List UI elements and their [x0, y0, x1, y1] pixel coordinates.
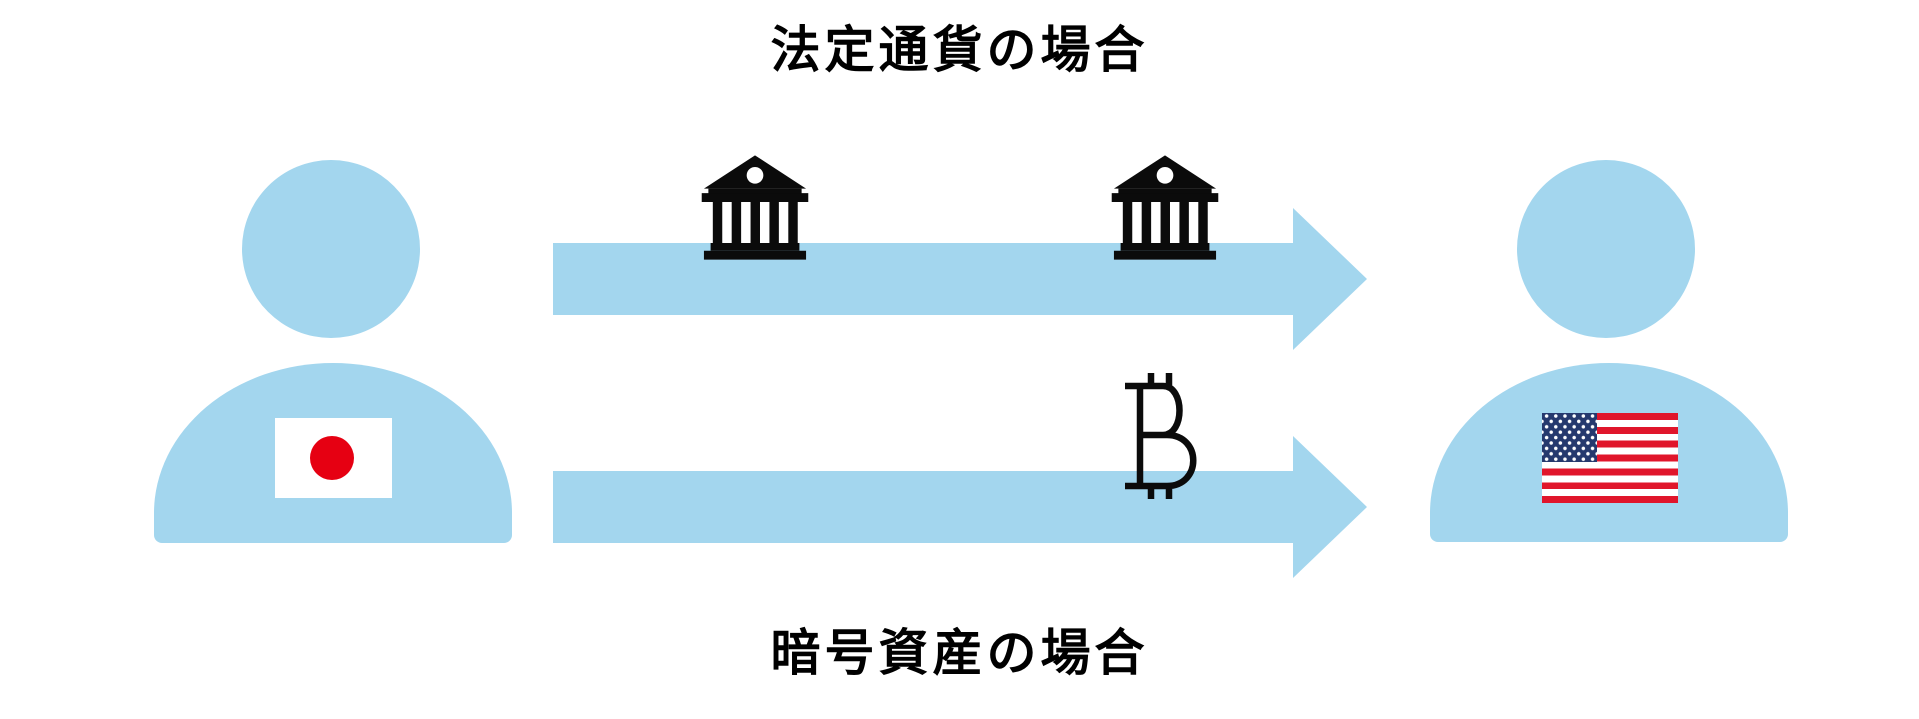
bank-icon — [1111, 155, 1219, 260]
fiat-arrow-head — [1293, 208, 1367, 350]
crypto-arrow-head — [1293, 436, 1367, 578]
us-flag-stars-canton — [1542, 413, 1597, 462]
sender-person-body — [154, 363, 512, 543]
sender-person-head — [242, 160, 420, 338]
japan-flag-icon — [275, 418, 392, 498]
japan-flag-sun — [310, 436, 354, 480]
crypto-case-title: 暗号資産の場合 — [770, 625, 1149, 681]
fiat-case-title: 法定通貨の場合 — [770, 22, 1149, 78]
receiver-person-head — [1517, 160, 1695, 338]
us-flag-icon — [1542, 413, 1678, 503]
bank-icon — [701, 155, 809, 260]
receiver-person-body — [1430, 363, 1788, 542]
bitcoin-icon — [1125, 373, 1197, 499]
